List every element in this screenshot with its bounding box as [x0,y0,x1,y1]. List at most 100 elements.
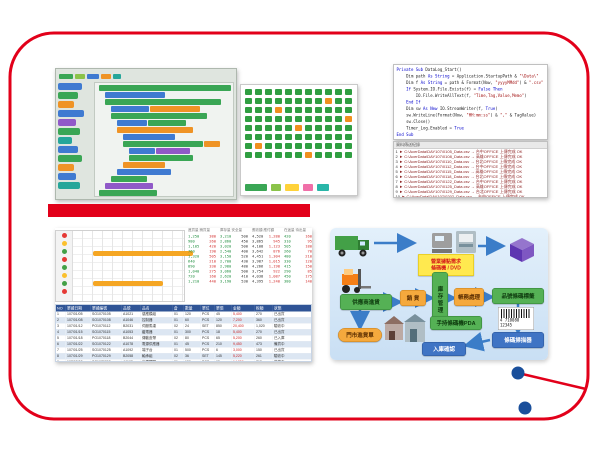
status-dot-row [56,271,72,279]
log-row: 8► C:\AcerData\DAY107\0125_Data.csv → 高雄… [395,184,523,190]
grid-cell [265,143,272,149]
status-dot [61,232,67,238]
gantt-panel [55,230,193,302]
flow-note-line2: 條碼機 / DVD [431,265,461,272]
table-cell: PCS [201,359,215,361]
toolbar-chip [113,73,121,79]
table-cell: 80 [184,335,201,341]
grid-cell [345,152,352,158]
table-cell: 20,400 [232,323,255,329]
grid-cell [335,134,342,140]
grid-cell [285,125,292,131]
grid-cell [295,134,302,140]
block-row [105,99,231,105]
table-cell: 5,200 [232,335,255,341]
block-segment [105,183,153,189]
table-cell: PO1070129 [91,353,122,359]
table-cell: 107/01/18 [66,335,91,341]
grid-cell [245,116,252,122]
log-row: 4► C:\AcerData\DAY107\0112_Data.csv → 台中… [395,164,523,170]
table-header-cell: 品名 [141,305,173,312]
block-row [129,148,231,154]
log-row: 9► C:\AcerData\DAY107\0129_Data.csv → 台北… [395,189,523,195]
block-segment [117,127,193,133]
grid-cell [335,152,342,158]
table-cell: PO1070118 [91,335,122,341]
table-cell: A1046 [122,317,141,323]
grid-cell [275,116,282,122]
grid-cell [275,107,282,113]
printer-devices-icon [432,231,476,253]
table-header-cell: NO [56,305,66,312]
table-cell: 9 [56,359,66,361]
code-line: End Sub [396,132,414,138]
number-group-header: 進貨量 銷貨量 [188,228,210,233]
grid-cell [285,152,292,158]
code-line: sw.WriteLine(Format(Now, "HH:mm:ss") & "… [396,113,537,118]
table-header-cell: 金額 [232,305,255,312]
log-row: 5► C:\AcerData\DAY107\0115_Data.csv → 高雄… [395,169,523,175]
flow-node-store-order: 門市進貨單 [338,328,382,342]
grid-cell [255,134,262,140]
status-dot-row [56,255,72,263]
number-group-header: 在途量 待出量 [284,228,306,233]
table-cell: 6 [56,341,66,347]
table-cell: 145 [215,353,232,359]
grid-cell [305,116,312,122]
code-lines: Private Sub DataLog_Start() Dim path As … [394,65,547,139]
table-cell: 1,020 [255,323,273,329]
grid-cell [345,143,352,149]
table-cell: 5,400 [232,329,255,335]
block-segment [111,176,147,182]
table-cell: 伺服馬達 [141,323,173,329]
grid-cell [295,125,302,131]
grid-footer-chip [303,184,313,191]
table-cell: 01 [173,329,184,335]
block-row [105,183,231,189]
grid-cell [305,125,312,131]
grid-footer-chip [285,184,299,191]
grid-cell [275,143,282,149]
table-cell: 光電開關 [141,359,173,361]
log-row: 3► C:\AcerData\DAY107\0110_Data.csv → 台北… [395,159,523,165]
frame-border [8,31,590,421]
table-cell: SO1070108 [91,317,122,323]
code-line: IO.File.WriteAllText(f, "Time,Tag,Value,… [396,93,527,99]
block-segment [123,134,175,140]
table-row: 9107/02/02SO1070202A1103光電開關01150PCS9514… [56,359,311,361]
table-cell: 備貨中 [273,342,311,348]
block-row [111,176,231,182]
grid-cell [265,152,272,158]
block-segment [148,120,186,126]
status-dot [61,264,67,270]
status-dot [61,248,67,254]
table-cell: 8 [56,353,66,359]
table-cell: A1053 [122,329,141,335]
grid-cell [245,143,252,149]
grid-cell [255,116,262,122]
status-dot-row [56,279,72,287]
grid-row [245,89,353,95]
status-dot [61,280,67,286]
flow-node-scanner: 條碼掃描器 [492,332,544,348]
grid-cell [265,125,272,131]
barcode-stripes [501,309,531,318]
grid-cell [255,125,262,131]
table-cell: 2 [56,317,66,323]
grid-cell [335,89,342,95]
table-cell: 感應模組 [141,311,173,317]
grid-footer [245,184,353,191]
grid-cell [315,143,322,149]
